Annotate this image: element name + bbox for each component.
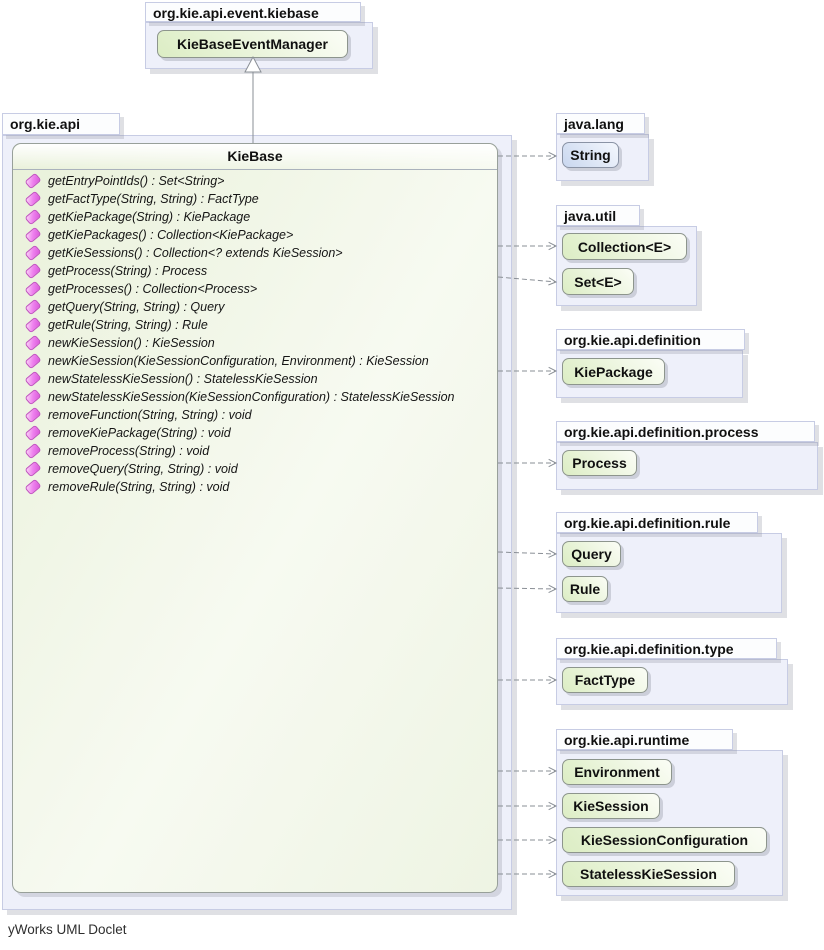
method-icon [24,262,42,280]
package-tab-org-kie-api-definition[interactable]: org.kie.api.definition [556,329,745,350]
method-icon [24,442,42,460]
class-box-query[interactable]: Query [562,541,621,567]
method-label: removeQuery(String, String) : void [48,462,238,476]
method-icon [24,460,42,478]
method-row: getKiePackage(String) : KiePackage [13,208,497,226]
method-label: getEntryPointIds() : Set<String> [48,174,225,188]
class-box-statelesskiesession[interactable]: StatelessKieSession [562,861,735,887]
method-icon [24,280,42,298]
class-box-collection[interactable]: Collection<E> [562,233,687,260]
method-row: newKieSession() : KieSession [13,334,497,352]
method-row: getQuery(String, String) : Query [13,298,497,316]
class-box-kiebase[interactable]: KieBase getEntryPointIds() : Set<String>… [12,143,498,893]
method-label: getFactType(String, String) : FactType [48,192,259,206]
method-icon [24,226,42,244]
method-icon [24,334,42,352]
package-tab-org-kie-api-definition-process[interactable]: org.kie.api.definition.process [556,421,815,442]
class-box-environment[interactable]: Environment [562,759,672,785]
class-box-kiesessionconfiguration[interactable]: KieSessionConfiguration [562,827,767,853]
method-label: removeFunction(String, String) : void [48,408,252,422]
method-icon [24,424,42,442]
method-icon [24,406,42,424]
method-label: newStatelessKieSession() : StatelessKieS… [48,372,318,386]
method-label: getKiePackage(String) : KiePackage [48,210,251,224]
method-label: newKieSession(KieSessionConfiguration, E… [48,354,429,368]
method-row: removeKiePackage(String) : void [13,424,497,442]
method-icon [24,352,42,370]
method-row: removeFunction(String, String) : void [13,406,497,424]
class-box-string[interactable]: String [562,142,619,168]
method-row: removeRule(String, String) : void [13,478,497,496]
method-icon [24,172,42,190]
method-icon [24,388,42,406]
method-icon [24,208,42,226]
class-box-kiebaseeventmanager[interactable]: KieBaseEventManager [157,30,348,58]
method-label: newStatelessKieSession(KieSessionConfigu… [48,390,455,404]
method-row: getFactType(String, String) : FactType [13,190,497,208]
package-tab-java-lang[interactable]: java.lang [556,113,645,134]
method-row: newStatelessKieSession() : StatelessKieS… [13,370,497,388]
method-label: getQuery(String, String) : Query [48,300,225,314]
class-box-process[interactable]: Process [562,450,637,476]
method-row: removeProcess(String) : void [13,442,497,460]
class-box-kiesession[interactable]: KieSession [562,793,660,819]
class-title-kiebase: KieBase [13,144,497,170]
method-label: getKieSessions() : Collection<? extends … [48,246,343,260]
method-row: getProcesses() : Collection<Process> [13,280,497,298]
package-tab-org-kie-api[interactable]: org.kie.api [2,113,120,135]
package-tab-org-kie-api-definition-rule[interactable]: org.kie.api.definition.rule [556,512,758,533]
package-tab-org-kie-api-runtime[interactable]: org.kie.api.runtime [556,729,733,750]
method-label: removeKiePackage(String) : void [48,426,231,440]
method-row: getEntryPointIds() : Set<String> [13,172,497,190]
method-label: removeProcess(String) : void [48,444,210,458]
method-label: getProcesses() : Collection<Process> [48,282,258,296]
method-row: getKieSessions() : Collection<? extends … [13,244,497,262]
generalization-arrow [244,55,262,143]
method-label: getRule(String, String) : Rule [48,318,208,332]
method-label: getProcess(String) : Process [48,264,208,278]
method-label: removeRule(String, String) : void [48,480,230,494]
method-row: getProcess(String) : Process [13,262,497,280]
method-icon [24,370,42,388]
method-icon [24,316,42,334]
method-icon [24,244,42,262]
method-row: getKiePackages() : Collection<KiePackage… [13,226,497,244]
method-label: getKiePackages() : Collection<KiePackage… [48,228,294,242]
class-box-facttype[interactable]: FactType [562,667,648,693]
method-label: newKieSession() : KieSession [48,336,215,350]
package-tab-org-kie-api-event-kiebase[interactable]: org.kie.api.event.kiebase [145,2,361,22]
method-icon [24,478,42,496]
package-tab-org-kie-api-definition-type[interactable]: org.kie.api.definition.type [556,638,777,659]
method-list: getEntryPointIds() : Set<String> getFact… [13,170,497,496]
method-icon [24,298,42,316]
method-row: getRule(String, String) : Rule [13,316,497,334]
method-row: newStatelessKieSession(KieSessionConfigu… [13,388,497,406]
class-box-kiepackage[interactable]: KiePackage [562,358,665,385]
class-box-rule[interactable]: Rule [562,576,608,602]
method-row: removeQuery(String, String) : void [13,460,497,478]
generator-credit: yWorks UML Doclet [8,922,127,937]
method-row: newKieSession(KieSessionConfiguration, E… [13,352,497,370]
package-tab-java-util[interactable]: java.util [556,205,640,226]
class-box-set[interactable]: Set<E> [562,268,634,295]
method-icon [24,190,42,208]
